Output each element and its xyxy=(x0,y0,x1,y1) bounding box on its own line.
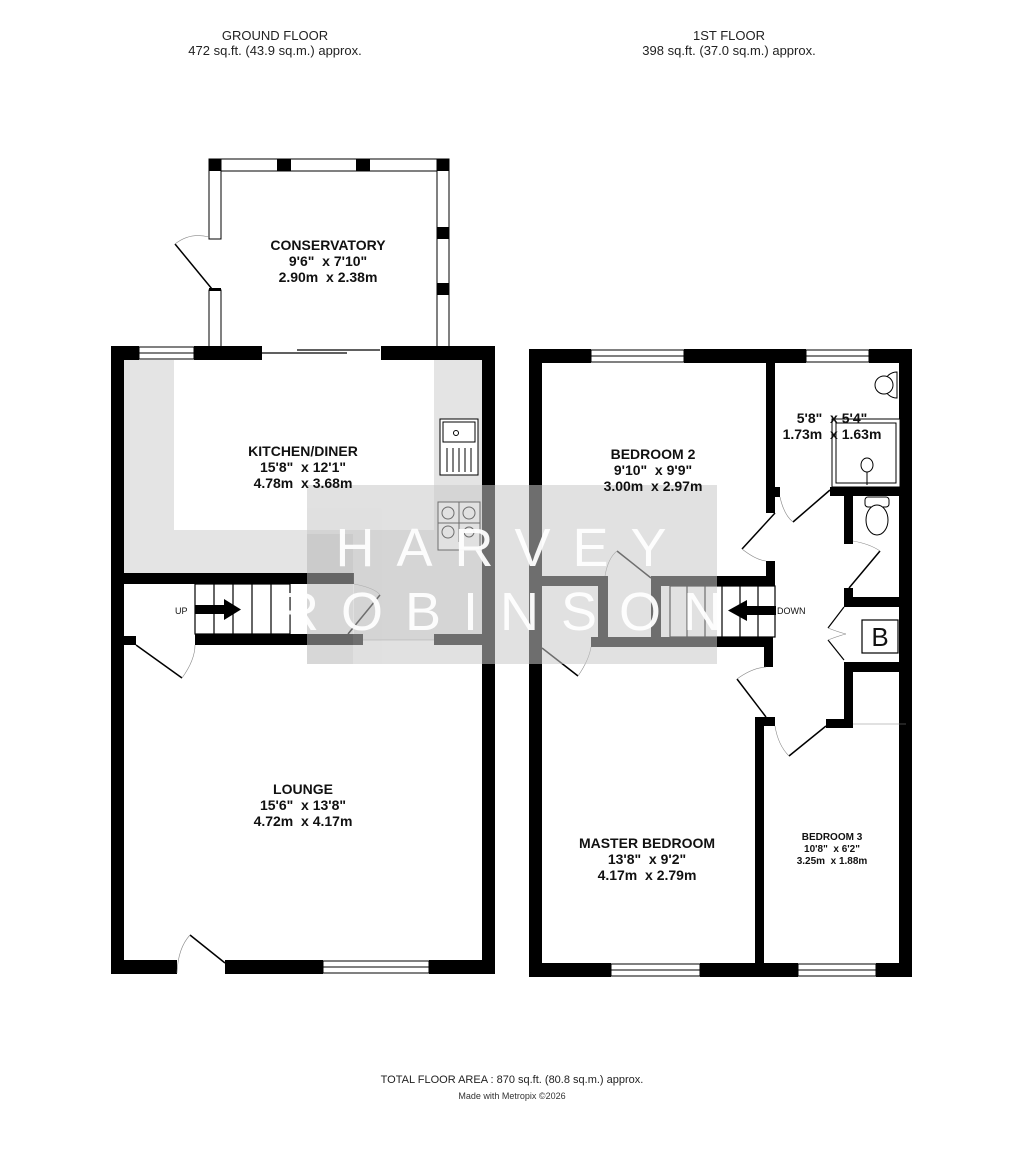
bathroom-basin-icon xyxy=(874,371,898,399)
room-name: BEDROOM 2 xyxy=(611,446,696,462)
watermark-line-1: HARVEY xyxy=(335,518,688,578)
room-metric: 4.72m x 4.17m xyxy=(254,813,353,829)
stairs-up-label: UP xyxy=(175,606,188,616)
boiler-label: B xyxy=(871,622,888,652)
room-metric: 1.73m x 1.63m xyxy=(783,426,882,442)
room-metric: 3.00m x 2.97m xyxy=(604,478,703,494)
stairs-down-arrow-icon xyxy=(728,600,776,621)
room-imperial: 9'10" x 9'9" xyxy=(614,462,692,478)
first-floor-windows xyxy=(590,349,877,977)
room-imperial: 9'6" x 7'10" xyxy=(289,253,367,269)
room-lounge: LOUNGE 15'6" x 13'8" 4.72m x 4.17m xyxy=(254,781,353,829)
room-imperial: 10'8" x 6'2" xyxy=(804,844,860,855)
first-floor-header: 1ST FLOOR 398 sq.ft. (37.0 sq.m.) approx… xyxy=(604,28,854,58)
room-metric: 2.90m x 2.38m xyxy=(279,269,378,285)
kitchen-sink-icon xyxy=(439,418,479,476)
conservatory-posts xyxy=(209,159,449,295)
stairs-up-arrow-icon xyxy=(195,599,241,620)
watermark-line-2: ROBINSON xyxy=(280,582,744,642)
boiler-icon: B xyxy=(861,619,899,654)
room-metric: 4.17m x 2.79m xyxy=(598,867,697,883)
room-imperial: 15'6" x 13'8" xyxy=(260,797,346,813)
ground-floor-title: GROUND FLOOR xyxy=(221,28,329,43)
room-imperial: 15'8" x 12'1" xyxy=(260,459,346,475)
room-metric: 4.78m x 3.68m xyxy=(254,475,353,491)
ground-floor-area: 472 sq.ft. (43.9 sq.m.) approx. xyxy=(188,43,362,58)
room-master-bedroom: MASTER BEDROOM 13'8" x 9'2" 4.17m x 2.79… xyxy=(579,835,715,883)
room-bedroom-2: BEDROOM 2 9'10" x 9'9" 3.00m x 2.97m xyxy=(604,446,703,494)
room-conservatory: CONSERVATORY 9'6" x 7'10" 2.90m x 2.38m xyxy=(270,237,386,285)
sliding-door xyxy=(262,349,380,354)
credit-text: Made with Metropix ©2026 xyxy=(458,1091,566,1101)
ground-floor-header: GROUND FLOOR 472 sq.ft. (43.9 sq.m.) app… xyxy=(150,28,400,58)
room-name: MASTER BEDROOM xyxy=(579,835,715,851)
toilet-icon xyxy=(864,496,890,536)
room-name: KITCHEN/DINER xyxy=(248,443,358,459)
room-shower-room: 5'8" x 5'4" 1.73m x 1.63m xyxy=(783,410,882,442)
shower-tray-icon xyxy=(831,418,901,488)
conservatory-door xyxy=(174,235,213,290)
room-imperial: 13'8" x 9'2" xyxy=(608,851,686,867)
room-name: CONSERVATORY xyxy=(270,237,386,253)
room-name: LOUNGE xyxy=(273,781,333,797)
room-name: BEDROOM 3 xyxy=(802,832,863,843)
watermark-text: HARVEY ROBINSON xyxy=(280,518,744,642)
stairs-down-label: DOWN xyxy=(777,606,806,616)
room-imperial: 5'8" x 5'4" xyxy=(797,410,868,426)
first-floor-area: 398 sq.ft. (37.0 sq.m.) approx. xyxy=(642,43,816,58)
ground-floor-windows xyxy=(138,346,430,974)
room-bedroom-3: BEDROOM 3 10'8" x 6'2" 3.25m x 1.88m xyxy=(797,832,868,867)
watermark xyxy=(307,485,717,664)
first-floor-title: 1ST FLOOR xyxy=(692,28,765,43)
total-floor-area: TOTAL FLOOR AREA : 870 sq.ft. (80.8 sq.m… xyxy=(380,1074,644,1086)
room-metric: 3.25m x 1.88m xyxy=(797,856,868,867)
room-kitchen-diner: KITCHEN/DINER 15'8" x 12'1" 4.78m x 3.68… xyxy=(248,443,358,491)
